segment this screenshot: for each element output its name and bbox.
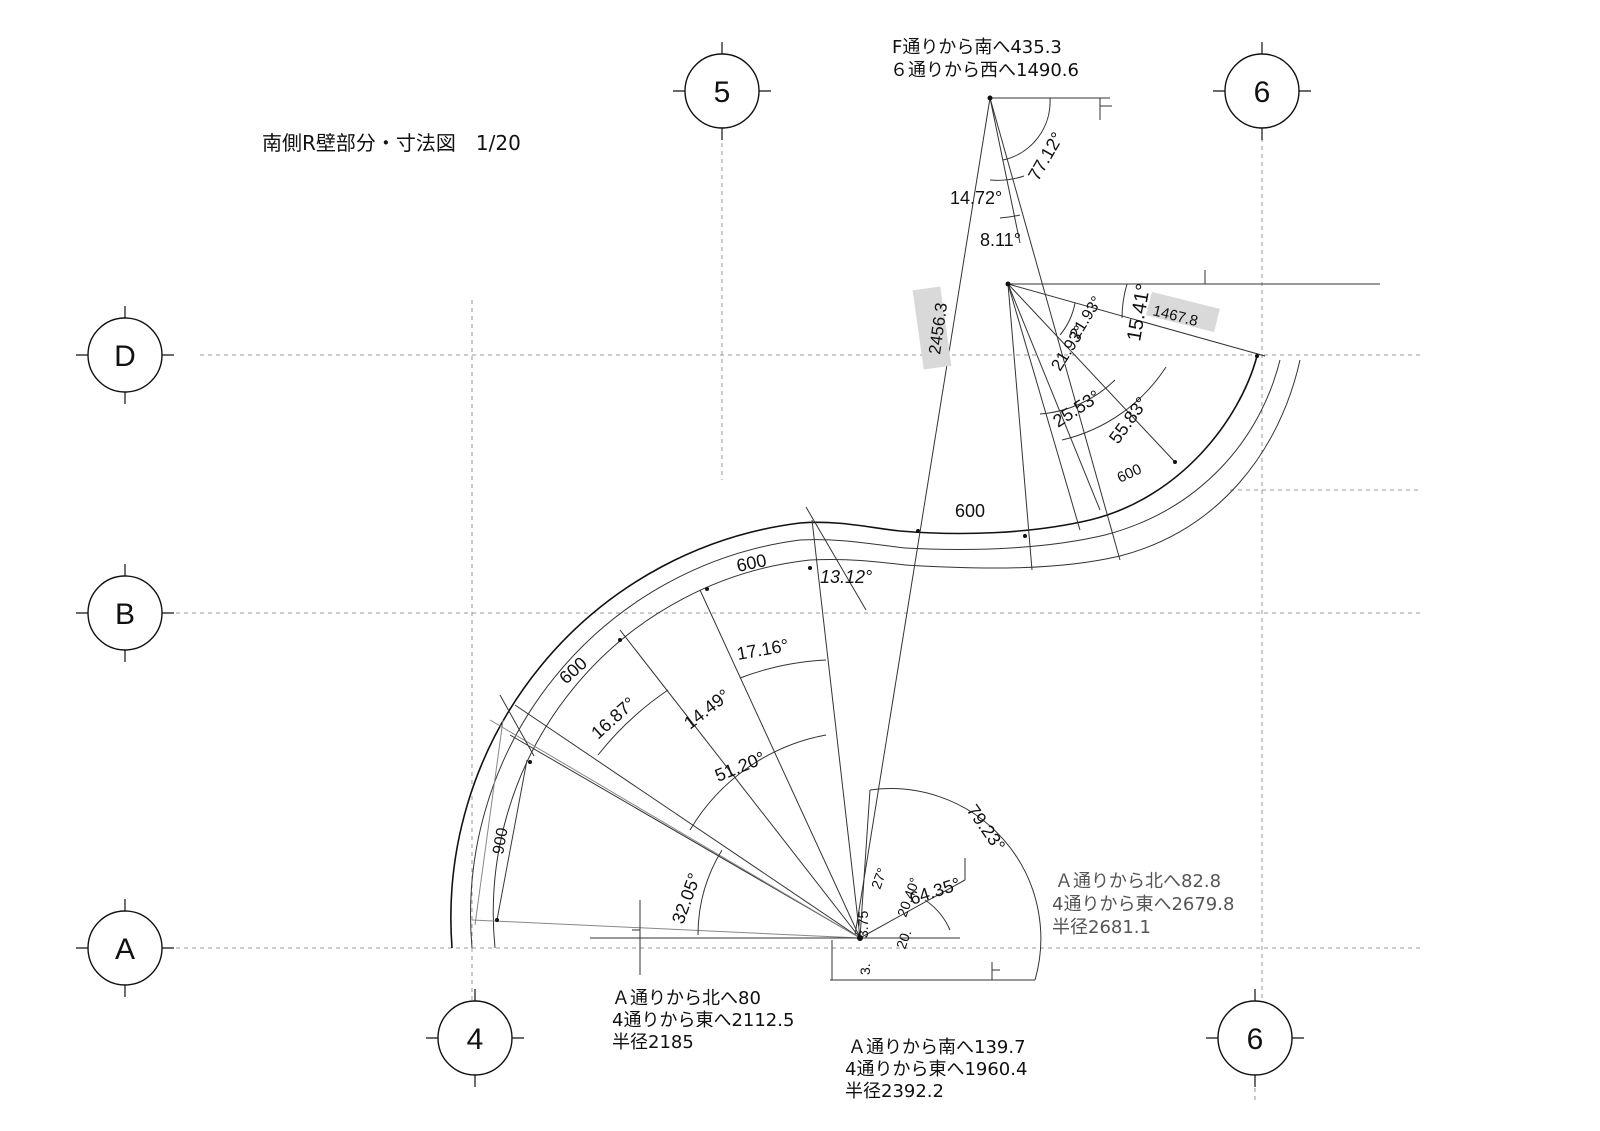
note-top-line-2: ６通りから西へ1490.6 xyxy=(890,60,1079,81)
note-top: F通りから南へ435.3 ６通りから西へ1490.6 xyxy=(890,37,1079,81)
angle-15-41: 15.41° xyxy=(1123,282,1155,343)
angle-17-16: 17.16° xyxy=(735,635,790,664)
angle-51-20: 51.20° xyxy=(712,748,768,786)
grid-lines xyxy=(160,130,1420,1100)
dim-600-top: 600 xyxy=(955,501,985,521)
drawing-title: 南側R壁部分・寸法図 1/20 xyxy=(262,131,521,155)
grid-label-4: 4 xyxy=(467,1023,484,1056)
angle-27-93-overlap: 21.93° xyxy=(1047,322,1089,374)
note-cl-line-1: Ａ通りから北へ80 xyxy=(612,988,761,1009)
note-cl-line-2: 4通りから東へ2112.5 xyxy=(612,1010,794,1031)
note-cr-line-1: Ａ通りから南へ139.7 xyxy=(848,1037,1026,1058)
note-right: Ａ通りから北へ82.8 4通りから東へ2679.8 半径2681.1 xyxy=(1052,871,1234,938)
vertex-dots xyxy=(495,95,1259,941)
dim-600-middle: 600 xyxy=(735,550,769,576)
dim-600-left: 600 xyxy=(555,653,591,688)
note-cr-line-2: 4通りから東へ1960.4 xyxy=(845,1059,1027,1080)
grid-label-5: 5 xyxy=(714,76,731,109)
grid-bubble-col-4: 4 xyxy=(426,989,524,1087)
angle-25-53: 25.53° xyxy=(1049,386,1104,431)
grid-label-B: B xyxy=(115,598,135,631)
radial-lines xyxy=(471,97,1380,981)
grid-bubble-col-6-bottom: 6 xyxy=(1206,989,1304,1087)
note-center-left: Ａ通りから北へ80 4通りから東へ2112.5 半径2185 xyxy=(612,988,794,1053)
grid-bubble-row-B: B xyxy=(76,564,174,662)
angle-13-12: 13.12° xyxy=(820,567,872,587)
grid-label-6-top: 6 xyxy=(1254,76,1271,109)
grid-bubble-col-6-top: 6 xyxy=(1213,42,1311,140)
note-r-line-2: 4通りから東へ2679.8 xyxy=(1052,894,1234,915)
angle-77-12: 77.12° xyxy=(1024,129,1067,184)
grid-bubble-row-D: D xyxy=(76,306,174,404)
angle-27: 27° xyxy=(868,866,890,891)
angle-14-49: 14.49° xyxy=(680,685,733,733)
dim-900: 900 xyxy=(490,826,511,855)
highlight-2456 xyxy=(912,286,952,370)
curved-wall xyxy=(450,355,1301,949)
angle-20-lower: 20. xyxy=(893,927,915,951)
note-r-line-1: Ａ通りから北へ82.8 xyxy=(1055,871,1221,892)
note-cl-line-3: 半径2185 xyxy=(612,1032,694,1053)
dim-600-right: 600 xyxy=(1115,461,1145,487)
angle-79-23: 79.23° xyxy=(963,801,1009,855)
angle-arcs xyxy=(597,97,1128,981)
grid-label-6-bottom: 6 xyxy=(1247,1023,1264,1056)
angle-8-11: 8.11° xyxy=(980,230,1021,250)
grid-label-D: D xyxy=(114,340,136,373)
note-cr-line-3: 半径2392.2 xyxy=(845,1081,944,1102)
note-top-line-1: F通りから南へ435.3 xyxy=(892,37,1062,58)
note-center-right: Ａ通りから南へ139.7 4通りから東へ1960.4 半径2392.2 xyxy=(845,1037,1027,1102)
highlight-1467 xyxy=(1146,291,1220,333)
grid-bubble-col-5: 5 xyxy=(673,42,771,140)
note-r-line-3: 半径2681.1 xyxy=(1052,917,1151,938)
angle-3-lower: 3. xyxy=(857,963,873,975)
angle-55-83: 55.83° xyxy=(1105,393,1152,447)
angle-14-72: 14.72° xyxy=(950,188,1002,208)
angle-3-75: 3.75 xyxy=(855,911,871,938)
grid-bubble-row-A: A xyxy=(76,899,174,997)
grid-label-A: A xyxy=(115,933,135,966)
